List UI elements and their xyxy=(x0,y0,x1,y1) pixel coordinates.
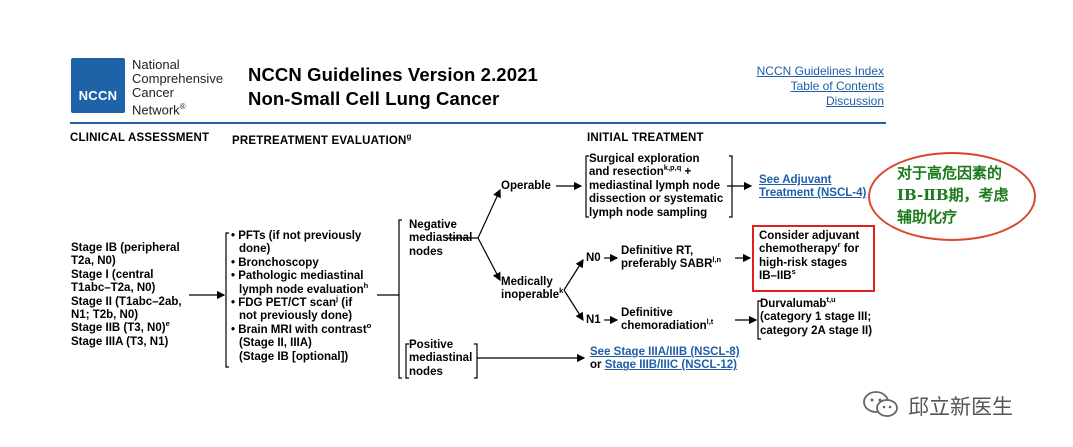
annotation-ellipse xyxy=(868,152,1036,241)
org-name-line: Comprehensive xyxy=(132,71,224,86)
stage-iiib-link[interactable]: Stage IIIB/IIIC (NSCL-12) xyxy=(604,359,737,372)
consider-adjuvant-text: Consider adjuvant chemotherapyr for high… xyxy=(759,230,860,283)
page-subtitle: Non-Small Cell Lung Cancer xyxy=(248,88,500,109)
header-divider xyxy=(70,122,886,124)
definitive-rt-option: Definitive RT, preferably SABRl,n xyxy=(621,245,722,271)
stage3-links: See Stage IIIA/IIIB (NSCL-8) or Stage II… xyxy=(590,346,740,372)
annotation-text: 对于高危因素的 IB-ⅡB期，考虑 辅助化疗 xyxy=(897,164,1009,226)
watermark-text: 邱立新医生 xyxy=(908,395,1013,419)
n1-label: N1 xyxy=(586,314,601,326)
wechat-icon xyxy=(863,391,898,417)
stage-list: Stage IB (peripheral T2a, N0) Stage I (c… xyxy=(71,242,182,348)
org-name-line: National xyxy=(132,57,180,72)
nccn-logo: NCCN xyxy=(71,58,125,113)
surgical-option: Surgical exploration and resectionk,p,q … xyxy=(589,153,724,219)
col-header-pretreatment: PRETREATMENT EVALUATIONg xyxy=(232,132,412,147)
operable-label: Operable xyxy=(501,180,551,192)
adjuvant-highlight-box xyxy=(752,225,875,292)
page-title: NCCN Guidelines Version 2.2021 xyxy=(248,64,538,85)
org-name-line: Cancer xyxy=(132,85,174,100)
durvalumab-option: Durvalumabt,u (category 1 stage III; cat… xyxy=(760,295,873,337)
table-of-contents-link[interactable]: Table of Contents xyxy=(790,79,884,93)
chemoradiation-option: Definitive chemoradiationl,t xyxy=(621,307,714,333)
pretreatment-list: • PFTs (if not previously done) • Bronch… xyxy=(231,230,372,363)
n0-label: N0 xyxy=(586,252,601,264)
col-header-clinical: CLINICAL ASSESSMENT xyxy=(70,132,210,144)
see-stage-iiia-link[interactable]: See Stage IIIA/IIIB (NSCL-8) xyxy=(590,346,740,358)
col-header-initial: INITIAL TREATMENT xyxy=(587,132,704,144)
guidelines-index-link[interactable]: NCCN Guidelines Index xyxy=(756,64,884,78)
org-name-line: Network® xyxy=(132,102,186,118)
discussion-link[interactable]: Discussion xyxy=(825,94,884,108)
